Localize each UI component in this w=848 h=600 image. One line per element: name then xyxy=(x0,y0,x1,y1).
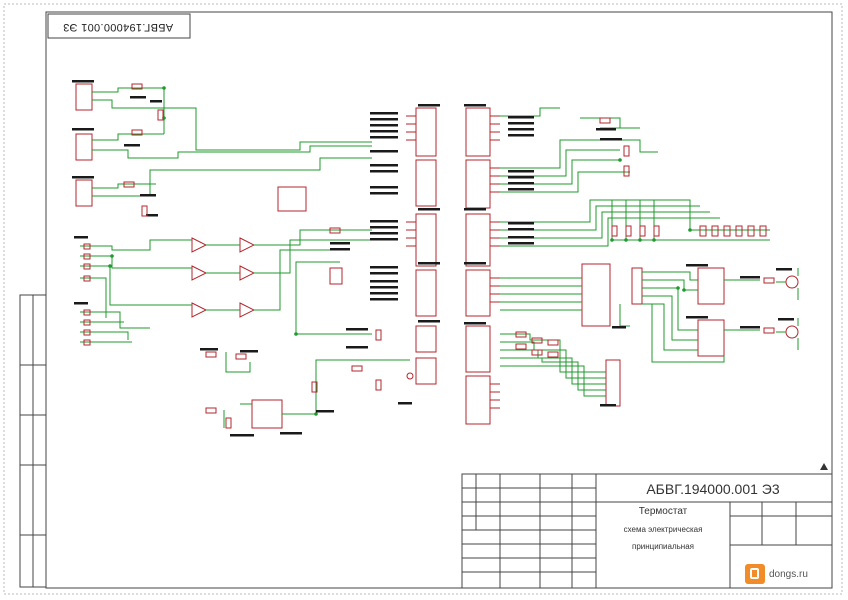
label-bars xyxy=(72,80,794,437)
passive-components xyxy=(83,83,775,429)
mcu-part-e xyxy=(415,325,437,353)
components xyxy=(75,83,799,429)
top-stamp-box xyxy=(47,13,191,39)
left-margin-strip xyxy=(19,294,47,588)
connector-x1 xyxy=(75,83,93,111)
mcu-part-c xyxy=(415,213,437,267)
wires xyxy=(80,87,799,428)
mcu-part-d xyxy=(415,269,437,317)
resistor-array xyxy=(631,267,643,305)
seven-seg-display-2 xyxy=(697,319,725,357)
connector-x2 xyxy=(75,133,93,161)
mcu-part-k xyxy=(465,325,491,373)
decoder-ic xyxy=(581,263,611,327)
ngs-logo-icon xyxy=(745,564,765,584)
title-block-name: Термостат xyxy=(638,506,688,517)
rotated-doc-code: АБВГ.194000.001 Э3 xyxy=(62,21,174,33)
mcu-part-b xyxy=(415,159,437,207)
title-block xyxy=(461,473,833,589)
watermark-text: dongs.ru xyxy=(769,568,808,580)
seven-seg-display-1 xyxy=(697,267,725,305)
opamp-block xyxy=(251,399,283,429)
mcu-part-l xyxy=(465,375,491,425)
mcu-part-g xyxy=(465,107,491,157)
quartz-block xyxy=(277,186,307,212)
title-block-subtitle-1: схема электрическая xyxy=(623,525,703,534)
mcu-part-a xyxy=(415,107,437,157)
watermark: dongs.ru xyxy=(745,562,837,586)
mcu-part-j xyxy=(465,269,491,317)
mcu-part-f xyxy=(415,357,437,385)
mcu-part-h xyxy=(465,159,491,209)
mcu-part-i xyxy=(465,213,491,267)
connector-x3 xyxy=(75,179,93,207)
frame-mark xyxy=(820,463,828,470)
chip-leads xyxy=(406,115,500,409)
connector-bottom xyxy=(605,359,621,407)
sheet-outer-border xyxy=(3,3,843,595)
title-block-doc-code: АБВГ.194000.001 Э3 xyxy=(646,481,780,497)
title-block-subtitle-2: принципиальная xyxy=(631,542,694,551)
